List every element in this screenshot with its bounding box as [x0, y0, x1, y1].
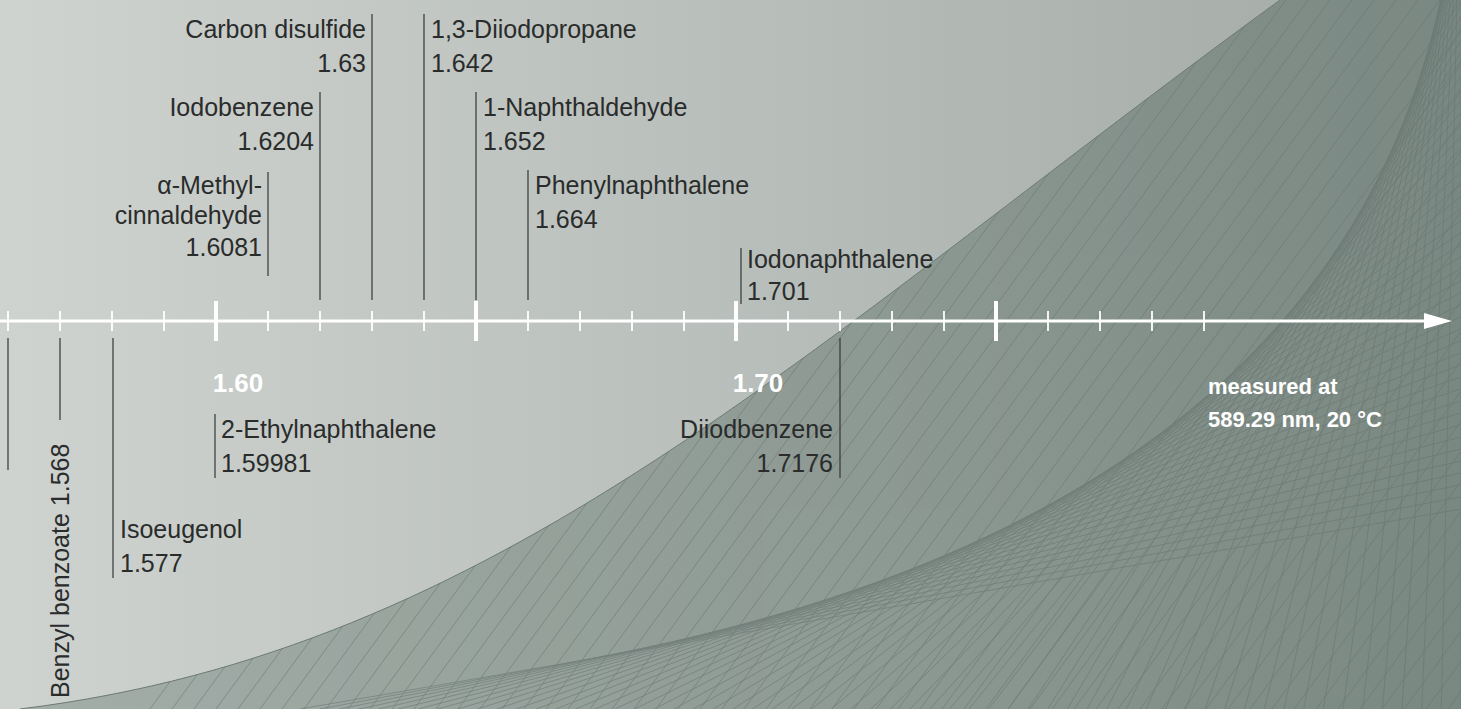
axis-arrowhead — [1424, 313, 1452, 329]
compound-label: 1.701 — [747, 276, 810, 306]
minor-tick — [839, 311, 841, 331]
leader-line — [59, 338, 60, 420]
compound-label: 1.59981 — [221, 448, 311, 478]
minor-tick — [111, 311, 113, 331]
minor-tick — [891, 311, 893, 331]
compound-label: 1.577 — [120, 548, 183, 578]
leader-line — [214, 414, 215, 478]
compound-label: 1.63 — [317, 48, 366, 78]
compound-label: Iodobenzene — [169, 92, 314, 122]
leader-line — [475, 92, 476, 300]
minor-tick — [59, 311, 61, 331]
compound-label: 1-Naphthaldehyde — [483, 92, 687, 122]
compound-label: 2-Ethylnaphthalene — [221, 414, 436, 444]
compound-label: 1.652 — [483, 126, 546, 156]
minor-tick — [423, 311, 425, 331]
major-tick — [214, 301, 218, 341]
major-tick — [994, 301, 998, 341]
measurement-note: measured at 589.29 nm, 20 °C — [1208, 370, 1396, 436]
compound-label: 1.664 — [535, 204, 598, 234]
minor-tick — [1047, 311, 1049, 331]
minor-tick — [267, 311, 269, 331]
compound-label: 1,3-Diiodopropane — [431, 14, 637, 44]
leader-lines — [8, 14, 840, 578]
compound-label: 1.6081 — [186, 232, 262, 262]
leader-line — [527, 170, 528, 300]
axis-value: 1.60 — [213, 368, 264, 398]
minor-tick — [943, 311, 945, 331]
leader-line — [371, 14, 372, 300]
compound-label: 1.6204 — [238, 126, 314, 156]
minor-tick — [527, 311, 529, 331]
minor-tick — [683, 311, 685, 331]
axis-ticks — [8, 301, 1204, 341]
compound-label: Isoeugenol — [120, 514, 242, 544]
minor-tick — [7, 311, 9, 331]
compound-label: α-Methyl- cinnaldehyde — [112, 170, 262, 230]
mesh-edge — [20, 0, 1280, 709]
leader-line — [112, 338, 113, 578]
compound-label: Phenylnaphthalene — [535, 170, 749, 200]
minor-tick — [631, 311, 633, 331]
leader-line — [267, 172, 268, 276]
mesh-surface — [20, 0, 1461, 709]
index-axis — [0, 301, 1452, 341]
compound-label: Diiodbenzene — [680, 414, 833, 444]
major-tick — [734, 301, 738, 341]
mesh-lines — [150, 0, 1461, 709]
minor-tick — [1203, 311, 1205, 331]
axis-value: 1.70 — [733, 368, 784, 398]
minor-tick — [1099, 311, 1101, 331]
minor-tick — [319, 311, 321, 331]
compound-label: 1.642 — [431, 48, 494, 78]
compound-label: Carbon disulfide — [185, 14, 366, 44]
compound-label: 1.7176 — [757, 448, 833, 478]
minor-tick — [1151, 311, 1153, 331]
leader-line — [423, 14, 424, 300]
compound-label: Iodonaphthalene — [747, 244, 933, 274]
leader-line — [839, 338, 840, 478]
leader-line — [740, 248, 741, 304]
compound-label: Benzyl benzoate 1.568 — [45, 444, 75, 698]
minor-tick — [787, 311, 789, 331]
minor-tick — [371, 311, 373, 331]
leader-line — [319, 92, 320, 300]
minor-tick — [163, 311, 165, 331]
minor-tick — [579, 311, 581, 331]
leader-line — [7, 338, 8, 470]
major-tick — [474, 301, 478, 341]
